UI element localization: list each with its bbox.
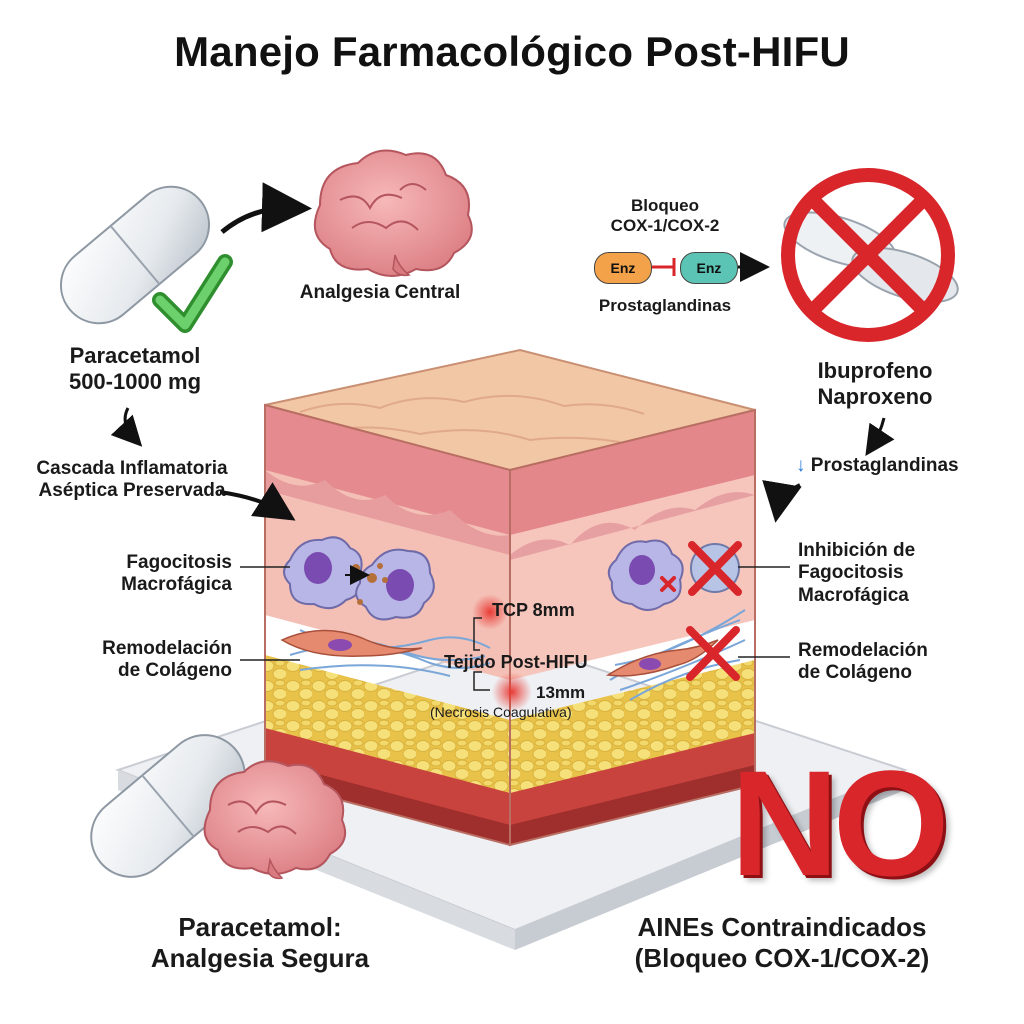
cox-block-line-2: COX-1/COX-2 — [610, 216, 720, 236]
page-title: Manejo Farmacológico Post-HIFU — [174, 28, 850, 75]
paracetamol-dose: 500-1000 mg — [68, 368, 202, 394]
paracetamol-name: Paracetamol — [69, 343, 201, 368]
phagocytosis-label: Fagocitosis Macrofágica — [60, 552, 232, 597]
nsaid-contraindicated-line-1: AINEs Contraindicados — [637, 912, 927, 942]
collagen-label-left: Remodelación de Colágeno — [60, 638, 232, 683]
brain-icon — [203, 760, 346, 880]
macrophage-icon — [607, 539, 684, 611]
leader-lines — [240, 566, 790, 661]
tissue-label: Tejido Post-HIFU — [444, 652, 588, 672]
cascade-line-2: Aséptica Preservada — [38, 480, 226, 502]
nsaid-names-label: Ibuprofeno Naproxeno — [790, 358, 960, 410]
fibroblast-left — [280, 629, 423, 657]
arrow-icon — [219, 482, 296, 521]
collagen-label-right: Remodelación de Colágeno — [798, 640, 998, 685]
down-prostaglandinas-label: ↓ Prostaglandinas — [796, 455, 996, 477]
arrow-icon — [220, 182, 312, 234]
inhibition-line-2: Fagocitosis — [798, 562, 904, 584]
down-arrow-icon: ↓ — [796, 455, 806, 476]
pill-icon — [90, 734, 246, 878]
lesion-deep — [492, 672, 532, 712]
arrow-icon — [865, 417, 895, 456]
brain-icon — [313, 149, 473, 277]
naproxeno-name: Naproxeno — [817, 383, 933, 409]
tcp-label: TCP 8mm — [492, 600, 575, 620]
prostaglandinas-label: Prostaglandinas — [598, 296, 732, 315]
paracetamol-safe-line-1: Paracetamol: — [178, 912, 342, 942]
depth-label: 13mm — [536, 683, 586, 702]
pill-icon — [59, 185, 211, 325]
phagocytosis-line-2: Macrofágica — [121, 574, 232, 596]
no-warning-text: NO — [730, 739, 950, 907]
macrophage-icon — [283, 536, 363, 610]
lesion-tcp — [472, 594, 508, 630]
collagen-left-line-2: de Colágeno — [117, 660, 232, 682]
inhibition-line-3: Macrofágica — [798, 584, 909, 606]
x-mark-icon — [686, 626, 740, 681]
depth-bracket — [473, 671, 490, 691]
cascade-label: Cascada Inflamatoria Aséptica Preservada — [16, 458, 248, 503]
necrosis-label: (Necrosis Coagulativa) — [430, 704, 572, 720]
analgesia-central-label: Analgesia Central — [299, 282, 461, 303]
enzyme-badge-a: Enz — [594, 252, 652, 284]
nsaid-contraindicated-label: AINEs Contraindicados (Bloqueo COX-1/COX… — [612, 912, 952, 973]
cox-block-label: Bloqueo COX-1/COX-2 — [590, 196, 740, 236]
down-prostaglandinas-text: Prostaglandinas — [810, 455, 959, 476]
arrow-icon — [110, 407, 143, 447]
cascade-line-1: Cascada Inflamatoria — [36, 458, 228, 479]
arrow-icon — [762, 480, 802, 523]
depth-bracket — [473, 617, 482, 651]
paracetamol-safe-label: Paracetamol: Analgesia Segura — [120, 912, 400, 973]
paracetamol-safe-line-2: Analgesia Segura — [150, 942, 370, 973]
inhibition-line-1: Inhibición de — [798, 540, 916, 561]
nsaid-contraindicated-line-2: (Bloqueo COX-1/COX-2) — [634, 942, 930, 973]
forbidden-icon — [781, 168, 959, 342]
collagen-left-line-1: Remodelación — [102, 638, 232, 659]
x-mark-icon — [688, 541, 742, 596]
paracetamol-dose-label: Paracetamol 500-1000 mg — [40, 343, 230, 395]
fibroblast-right — [605, 639, 719, 677]
collagen-right-line-1: Remodelación — [798, 640, 928, 661]
cox-block-line-1: Bloqueo — [631, 196, 699, 215]
collagen-right-line-2: de Colágeno — [798, 662, 913, 684]
macrophage-icon — [355, 548, 435, 621]
inhibition-label: Inhibición de Fagocitosis Macrofágica — [798, 540, 998, 607]
x-mark-icon — [660, 576, 676, 592]
enzyme-badge-b: Enz — [680, 252, 738, 284]
ibuprofeno-name: Ibuprofeno — [817, 358, 933, 383]
phagocytosis-line-1: Fagocitosis — [126, 552, 232, 573]
